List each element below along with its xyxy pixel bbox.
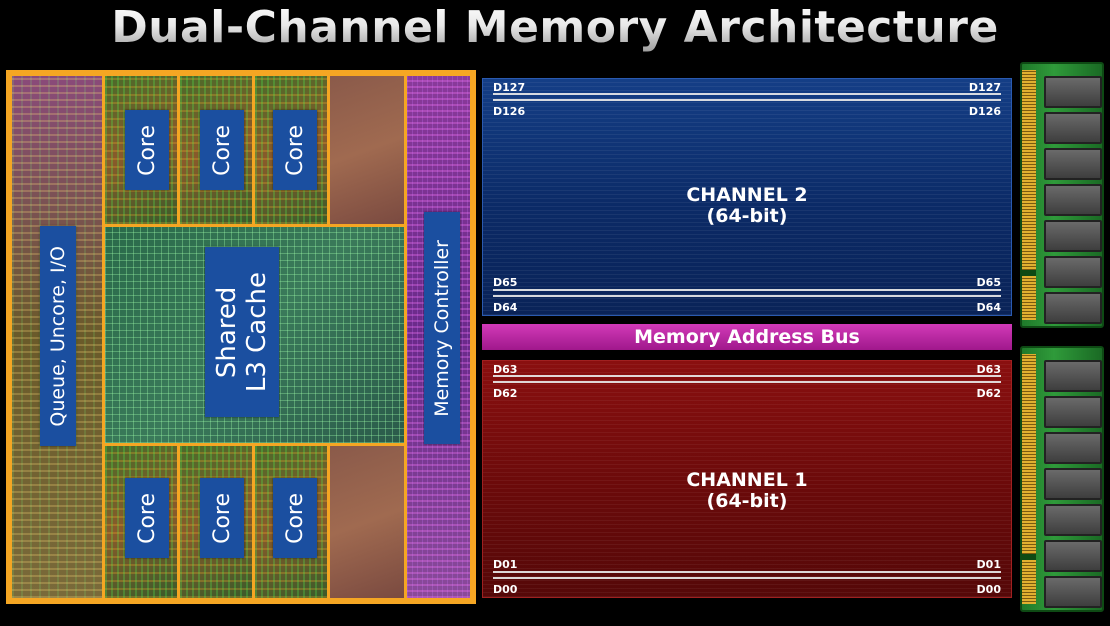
core-label: Core (282, 124, 308, 176)
core-top-3: Core (252, 73, 330, 227)
channel-1-title: CHANNEL 1 (686, 469, 808, 491)
cache-label-line2: L3 Cache (242, 271, 272, 393)
queue-uncore-region: Queue, Uncore, I/O (9, 73, 105, 601)
memory-chip (1044, 360, 1102, 392)
core-label-box: Core (200, 110, 244, 190)
bit-label-d64-left: D64 (493, 301, 518, 314)
memory-chip (1044, 220, 1102, 252)
bit-label-d127-right: D127 (968, 81, 1001, 94)
memory-chip (1044, 540, 1102, 572)
core-bottom-1: Core (102, 443, 180, 601)
bit-label-d00-left: D00 (493, 583, 518, 596)
queue-uncore-label: Queue, Uncore, I/O (47, 245, 69, 427)
memory-address-bus: Memory Address Bus (482, 324, 1012, 350)
blank-region-top (327, 73, 407, 227)
bit-label-d65-right: D65 (976, 276, 1001, 289)
core-label-box: Core (125, 110, 169, 190)
cpu-die: Queue, Uncore, I/O Core Core Core Shared… (6, 70, 476, 604)
data-line (493, 571, 1001, 573)
channel-2-panel: D127 D127 D126 D126 CHANNEL 2 (64-bit) D… (482, 78, 1012, 316)
bit-label-d127-left: D127 (493, 81, 526, 94)
bit-label-d01-right: D01 (976, 558, 1001, 571)
bit-label-d63-left: D63 (493, 363, 518, 376)
core-label-box: Core (273, 478, 317, 558)
bit-label-d62-right: D62 (976, 387, 1001, 400)
bit-label-d64-right: D64 (976, 301, 1001, 314)
data-line (493, 577, 1001, 579)
cache-label-box: Shared L3 Cache (205, 247, 279, 417)
bit-label-d65-left: D65 (493, 276, 518, 289)
channel-1-panel: D63 D63 D62 D62 CHANNEL 1 (64-bit) D01 D… (482, 360, 1012, 598)
memory-chip (1044, 292, 1102, 324)
dimm-module-channel-1 (1020, 346, 1104, 612)
data-line (493, 381, 1001, 383)
memory-controller-label: Memory Controller (431, 239, 453, 417)
memory-chip (1044, 112, 1102, 144)
memory-chip (1044, 576, 1102, 608)
core-top-1: Core (102, 73, 180, 227)
bit-label-d126-right: D126 (968, 105, 1001, 118)
core-label: Core (134, 492, 160, 544)
memory-chip (1044, 468, 1102, 500)
memory-controller-label-box: Memory Controller (424, 212, 460, 444)
core-bottom-3: Core (252, 443, 330, 601)
memory-chip (1044, 184, 1102, 216)
dimm-pins (1022, 354, 1036, 604)
data-line (493, 295, 1001, 297)
data-line (493, 99, 1001, 101)
cache-label-text: Shared L3 Cache (212, 272, 272, 392)
dimm-module-channel-2 (1020, 62, 1104, 328)
cache-label-line1: Shared (212, 286, 242, 378)
core-label: Core (282, 492, 308, 544)
dimm-notch (1022, 270, 1036, 276)
bit-label-d63-right: D63 (976, 363, 1001, 376)
blank-region-bottom (327, 443, 407, 601)
bit-label-d01-left: D01 (493, 558, 518, 571)
dimm-pins (1022, 70, 1036, 320)
channel-1-subtitle: (64-bit) (706, 490, 788, 512)
core-top-2: Core (177, 73, 255, 227)
memory-chip (1044, 148, 1102, 180)
core-bottom-2: Core (177, 443, 255, 601)
core-label: Core (134, 124, 160, 176)
bit-label-d62-left: D62 (493, 387, 518, 400)
core-label-box: Core (200, 478, 244, 558)
core-label-box: Core (125, 478, 169, 558)
dimm-notch (1022, 554, 1036, 560)
memory-chip (1044, 76, 1102, 108)
core-label-box: Core (273, 110, 317, 190)
data-line (493, 375, 1001, 377)
shared-l3-cache: Shared L3 Cache (102, 224, 407, 446)
bit-label-d126-left: D126 (493, 105, 526, 118)
channel-2-subtitle: (64-bit) (706, 205, 788, 227)
memory-chip (1044, 256, 1102, 288)
queue-uncore-label-box: Queue, Uncore, I/O (40, 226, 76, 446)
memory-chip (1044, 504, 1102, 536)
memory-controller-region: Memory Controller (404, 73, 473, 601)
page-title: Dual-Channel Memory Architecture (0, 2, 1110, 53)
memory-chip (1044, 432, 1102, 464)
bit-label-d00-right: D00 (976, 583, 1001, 596)
data-line (493, 93, 1001, 95)
data-line (493, 289, 1001, 291)
core-label: Core (209, 124, 235, 176)
core-label: Core (209, 492, 235, 544)
channel-2-title: CHANNEL 2 (686, 184, 808, 206)
memory-chip (1044, 396, 1102, 428)
